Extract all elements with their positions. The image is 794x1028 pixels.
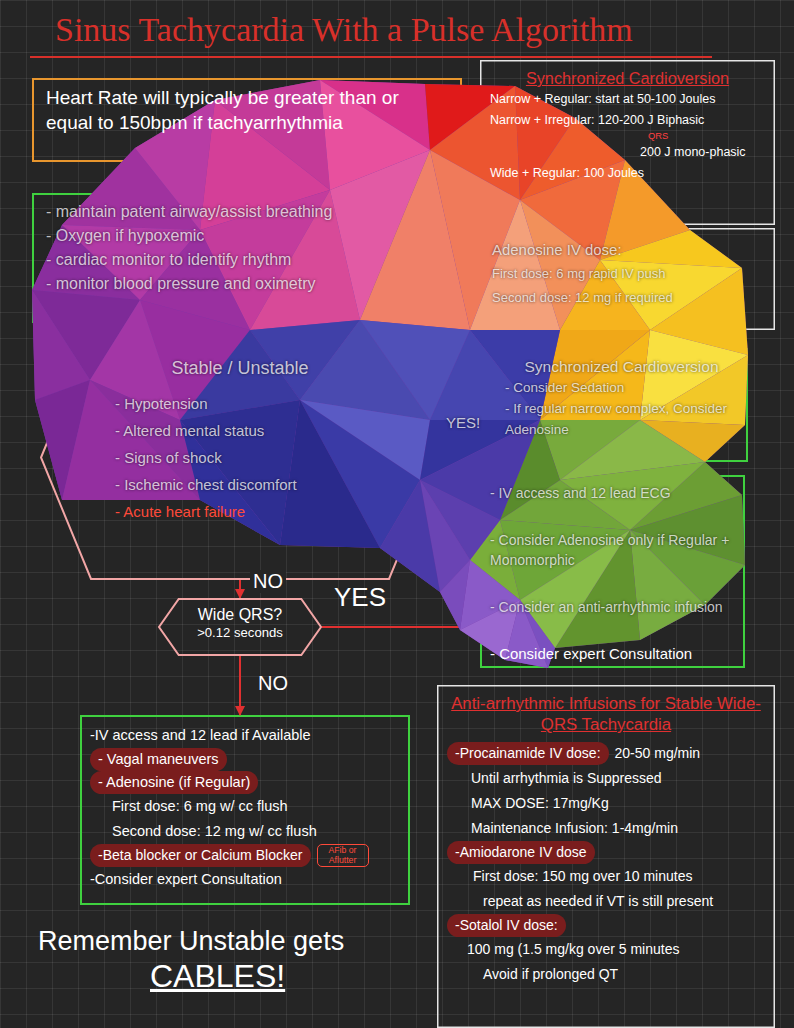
flow-arrow — [322, 626, 480, 628]
edge-label: YES — [334, 582, 386, 613]
node-text: -Consider expert Consultation — [90, 867, 282, 892]
node-text: Until arrhythmia is Suppressed — [447, 766, 662, 791]
node-text: Narrow + Regular: start at 50-100 Joules — [490, 89, 765, 110]
brain-facet — [440, 560, 470, 630]
text-row: Avoid if prolonged QT — [447, 962, 765, 987]
text-row: repeat as needed if VT is still present — [447, 889, 765, 914]
node-text: Stable / Unstable — [60, 355, 420, 382]
node-text: - Consider Sedation — [505, 377, 738, 398]
node-text: Narrow + Irregular: 120-200 J Biphasic — [490, 110, 765, 131]
note-text: Remember Unstable gets — [38, 926, 344, 957]
edge-label: YES! — [446, 414, 480, 431]
text-row: First dose: 150 mg over 10 minutes — [447, 864, 765, 889]
node-text: - If regular narrow complex, Consider Ad… — [505, 398, 738, 440]
text-row: - Adenosine (if Regular) — [90, 771, 400, 794]
text-row: Second dose: 12 mg w/ cc flush — [90, 819, 400, 844]
brain-facet — [280, 400, 380, 548]
node-text: - Acute heart failure — [115, 498, 420, 525]
text-row: First dose: 6 mg w/ cc flush — [90, 794, 400, 819]
node-text: First dose: 6 mg w/ cc flush — [90, 794, 288, 819]
node-text: - monitor blood pressure and oximetry — [46, 275, 456, 293]
dose-box: Adenosine IV dose:First dose: 6 mg rapid… — [480, 228, 775, 330]
node-text: 20-50 mg/min — [615, 741, 701, 766]
node-text: MAX DOSE: 17mg/Kg — [447, 791, 609, 816]
node-text: - cardiac monitor to identify rhythm — [46, 251, 456, 269]
brain-facet — [360, 150, 470, 330]
node-text: >0.12 seconds — [168, 625, 312, 641]
node-text: - Signs of shock — [115, 444, 420, 471]
node-text: -Beta blocker or Calcium Blocker — [90, 844, 311, 867]
text-row: -Consider expert Consultation — [90, 867, 400, 892]
flow-arrow — [239, 580, 241, 598]
node-text: - Ischemic chest discomfort — [115, 471, 420, 498]
text-row: 100 mg (1.5 mg/kg over 5 minutes — [447, 937, 765, 962]
node-text: Synchronized Cardioversion — [490, 68, 765, 89]
node-text: -Procainamide IV dose: — [447, 742, 609, 765]
node-text: - Adenosine (if Regular) — [90, 771, 258, 794]
text-row: - Vagal maneuvers — [90, 748, 400, 771]
node-text: Anti-arrhythmic Infusions for Stable Wid… — [447, 693, 765, 735]
process-box: - IV access and 12 lead ECG - Consider Ad… — [480, 475, 745, 668]
text-row: Maintenance Infusion: 1-4mg/min — [447, 816, 765, 841]
box-outline — [81, 716, 409, 904]
node-text: Second dose: 12 mg if required — [492, 286, 763, 310]
text-row: -Beta blocker or Calcium Blocker AFib or … — [90, 844, 400, 867]
text-row: -Procainamide IV dose: 20-50 mg/min — [447, 741, 765, 766]
brain-facet — [380, 480, 440, 592]
process-box: -IV access and 12 lead if Available- Vag… — [80, 715, 410, 905]
text-row: -IV access and 12 lead if Available — [90, 723, 400, 748]
node-text: repeat as needed if VT is still present — [447, 889, 713, 914]
node-text: AFib or Aflutter — [317, 844, 369, 867]
node-text: -IV access and 12 lead if Available — [90, 723, 311, 748]
text-row: Until arrhythmia is Suppressed — [447, 766, 765, 791]
process-box: - maintain patent airway/assist breathin… — [32, 193, 470, 323]
diagram-title: Sinus Tachycardia With a Pulse Algorithm — [55, 10, 633, 50]
node-text: - Consider expert Consultation — [490, 644, 735, 664]
text-row: -Sotalol IV dose: — [447, 914, 765, 937]
node-text: First dose: 150 mg over 10 minutes — [447, 864, 692, 889]
node-text: - maintain patent airway/assist breathin… — [46, 203, 456, 221]
text-row: Anti-arrhythmic Infusions for Stable Wid… — [447, 693, 765, 741]
hexagon-outline — [159, 599, 321, 655]
node-text: - Consider an anti-arrhythmic infusion — [490, 597, 735, 617]
dose-box: Synchronized CardioversionNarrow + Regul… — [480, 60, 775, 225]
node-text: - Vagal maneuvers — [90, 748, 227, 771]
process-box: Synchronized Cardioversion- Consider Sed… — [495, 348, 748, 462]
brain-facet — [470, 200, 560, 330]
node-text: - Hypotension — [115, 390, 420, 417]
node-text: - IV access and 12 lead ECG — [490, 483, 735, 503]
flow-arrow — [239, 656, 241, 715]
node-text: Wide QRS? — [168, 605, 312, 625]
note-box: Heart Rate will typically be greater tha… — [32, 78, 462, 162]
node-text: Adenosine IV dose: — [492, 238, 763, 262]
node-text: 200 J mono-phasic — [490, 142, 765, 163]
node-text: - Consider Adenosine only if Regular + M… — [490, 530, 735, 570]
brain-facet — [180, 400, 300, 545]
node-text: Maintenance Infusion: 1-4mg/min — [447, 816, 678, 841]
node-text: Heart Rate will typically be greater tha… — [46, 86, 448, 135]
node-text: - Altered mental status — [115, 417, 420, 444]
dose-box: Anti-arrhythmic Infusions for Stable Wid… — [437, 685, 775, 1028]
node-text: Second dose: 12 mg w/ cc flush — [90, 819, 317, 844]
title-underline — [30, 56, 712, 58]
text-row: MAX DOSE: 17mg/Kg — [447, 791, 765, 816]
node-text: QRS — [490, 131, 765, 142]
edge-label: NO — [258, 672, 288, 695]
text-row: -Amiodarone IV dose — [447, 841, 765, 864]
note-text: CABLES! — [150, 958, 285, 995]
decision-hexagon: Wide QRS?>0.12 seconds — [158, 598, 322, 656]
decision-hexagon: Stable / Unstable - Hypotension- Altered … — [40, 335, 440, 580]
node-text: - Oxygen if hypoxemic — [46, 227, 456, 245]
node-text: Synchronized Cardioversion — [505, 356, 738, 377]
node-text: -Amiodarone IV dose — [447, 841, 595, 864]
node-text: -Sotalol IV dose: — [447, 914, 566, 937]
node-text: 100 mg (1.5 mg/kg over 5 minutes — [447, 937, 679, 962]
node-text: Wide + Regular: 100 Joules — [490, 163, 765, 184]
node-text: Avoid if prolonged QT — [447, 962, 618, 987]
node-text: First dose: 6 mg rapid IV push — [492, 262, 763, 286]
box-outline — [438, 686, 775, 1028]
edge-label: NO — [250, 570, 286, 593]
